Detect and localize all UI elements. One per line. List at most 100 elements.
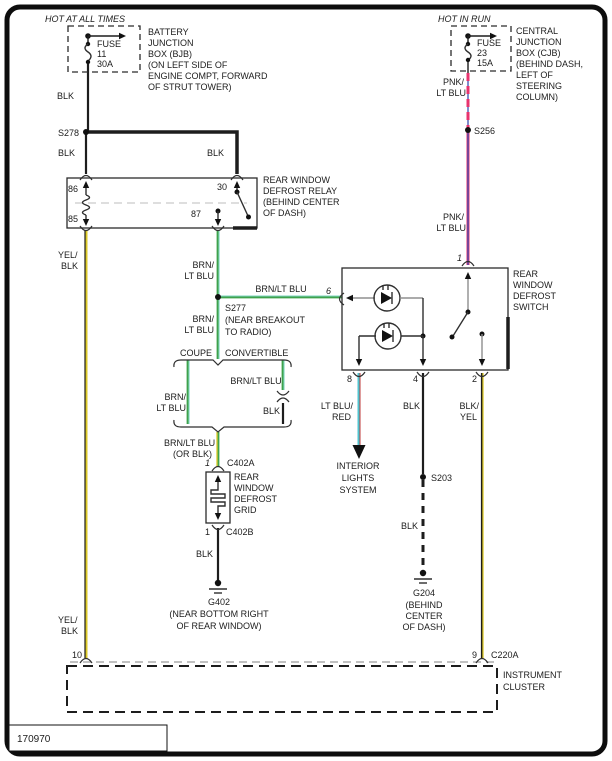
s277-dot (215, 294, 221, 300)
switch-pin2-connector-arc (475, 371, 489, 378)
s277-label: S277 (225, 303, 246, 313)
cjb-hot-label: HOT IN RUN (438, 14, 491, 24)
wire-color-label: BRN/ (164, 392, 186, 402)
wire-color-label: LT BLU (184, 325, 214, 335)
switch-pin8-connector-arc (352, 371, 366, 378)
wire-color-label: LT BLU (184, 271, 214, 281)
jumper-wire-color-label: BRN/LT BLU (255, 284, 306, 294)
wire-color-label: BLK/ (459, 401, 479, 411)
switch-arm-end-dot (449, 334, 455, 340)
grid-box-outline (205, 471, 231, 524)
wire-color-label: (OR BLK) (173, 449, 212, 459)
cluster-pin10-connector-arc (79, 657, 93, 664)
s278-splice: S278 BLK BLK (58, 128, 224, 158)
s277-note-line: TO RADIO) (225, 327, 271, 337)
relay-coil-icon (81, 194, 91, 216)
grid-name-line: DEFROST (234, 494, 278, 504)
cjb-fuse-dot-bottom (465, 57, 471, 63)
s256-splice: S256 PNK/ LT BLU 1 (436, 126, 495, 263)
relay-pin87-connector-arc (211, 225, 225, 232)
bjb-name-line: BOX (BJB) (148, 49, 192, 59)
g204-ground-branch: BLK S203 BLK G204 (BEHIND CENTER OF DASH… (401, 401, 452, 632)
wire-color-label: YEL/ (58, 250, 78, 260)
s203-label: S203 (431, 473, 452, 483)
cluster-name-line: CLUSTER (503, 682, 546, 692)
g402-note-line: (NEAR BOTTOM RIGHT (169, 609, 269, 619)
wire-color-label: LT BLU/ (321, 401, 354, 411)
relay-pin87-label: 87 (191, 209, 201, 219)
cluster-pin10-label: 10 (72, 650, 82, 660)
wire-color-label: BLK (61, 261, 78, 271)
bjb-hot-label: HOT AT ALL TIMES (45, 14, 125, 24)
wire-color-label: YEL/ (58, 615, 78, 625)
rear-window-defrost-switch: REAR WINDOW DEFROST SWITCH (338, 260, 557, 384)
wire-color-label: BRN/ (192, 314, 214, 324)
relay-pin30-label: 30 (217, 182, 227, 192)
relay-pin86-arrow-icon (82, 181, 90, 188)
bjb-name-line: (ON LEFT SIDE OF (148, 60, 228, 70)
rear-window-defrost-grid: 1 C402A REAR WINDOW DEFROST GRID 1 C402B… (169, 458, 277, 631)
wire-color-label: BLK (401, 521, 418, 531)
cjb-name-line: BOX (CJB) (516, 48, 561, 58)
bjb-fuse-rating: 30A (97, 59, 113, 69)
instrument-cluster: BLK/ YEL 10 9 C220A INSTRUMENT CLUSTER (66, 401, 562, 713)
switch-pin6-connector-arc (338, 292, 345, 306)
wire-color-label: LT BLU (436, 223, 466, 233)
relay-name-line: DEFROST RELAY (263, 186, 337, 196)
inline-connector-arc-top (276, 390, 290, 396)
s256-dot (465, 127, 471, 133)
led2-diode-icon (382, 330, 393, 342)
wire-color-label: PNK/ (443, 212, 465, 222)
wires (84, 60, 484, 658)
interior-lights-line: INTERIOR (336, 461, 380, 471)
relay-pin85-connector-arc (79, 225, 93, 232)
switch-pin6-arrow-icon (346, 294, 353, 302)
bjb-fuse-label: FUSE (97, 39, 121, 49)
cluster-box-outline (66, 665, 498, 713)
c402a-label: C402A (227, 458, 255, 468)
wire-color-label: BLK (263, 406, 280, 416)
switch-arm (452, 311, 469, 337)
split-bracket (173, 359, 292, 368)
g204-note-line: OF DASH) (402, 622, 445, 632)
switch-pin2-label: 2 (472, 374, 477, 384)
grid-arrow-up-icon (214, 475, 222, 482)
cjb-name-line: COLUMN) (516, 92, 558, 102)
g402-label: G402 (208, 597, 230, 607)
rear-window-defrost-relay: 86 85 30 87 REAR WINDOW DEFROST RELAY (B… (66, 174, 340, 232)
wire-color-label: YEL (460, 412, 477, 422)
interior-lights-arrow-icon (352, 445, 366, 459)
s277-note-line: (NEAR BREAKOUT (225, 315, 306, 325)
bjb-fuse-box: HOT AT ALL TIMES FUSE 11 30A BATTERY JUN… (45, 14, 268, 101)
relay-pin87-arrow-icon (214, 219, 222, 226)
bjb-bus-arrow-icon (119, 32, 126, 40)
switch-pin4-label: 4 (413, 374, 418, 384)
switch-pin1-connector-arc (461, 260, 475, 267)
switch-name-line: WINDOW (513, 280, 553, 290)
relay-pin85-arrow-icon (82, 219, 90, 226)
relay-pin85-label: 85 (68, 214, 78, 224)
relay-switch-arm (236, 191, 249, 217)
g204-ground-dot (419, 569, 427, 577)
wire-color-label: BLK (196, 549, 213, 559)
inline-connector-arc-bottom (276, 397, 290, 403)
wire-color-label: BRN/LT BLU (230, 376, 281, 386)
interior-lights-branch: LT BLU/ RED INTERIOR LIGHTS SYSTEM (321, 401, 380, 495)
c402b-label: C402B (226, 527, 254, 537)
yel-blk-wire-labels: YEL/ BLK YEL/ BLK (58, 250, 78, 636)
relay-pin30-arrow-icon (233, 181, 241, 188)
frame-border (4, 4, 608, 757)
wire-color-label: RED (332, 412, 352, 422)
cluster-name-line: INSTRUMENT (503, 670, 562, 680)
wire-color-label: LT BLU (436, 88, 466, 98)
bjb-name-line: ENGINE COMPT, FORWARD (148, 71, 268, 81)
bjb-fuse-dot-bottom (85, 59, 91, 65)
wire-color-label: PNK/ (443, 77, 465, 87)
relay-name-line: OF DASH) (263, 208, 306, 218)
cjb-name-line: JUNCTION (516, 37, 562, 47)
wire-color-label: BLK (403, 401, 420, 411)
bjb-name-line: JUNCTION (148, 38, 194, 48)
